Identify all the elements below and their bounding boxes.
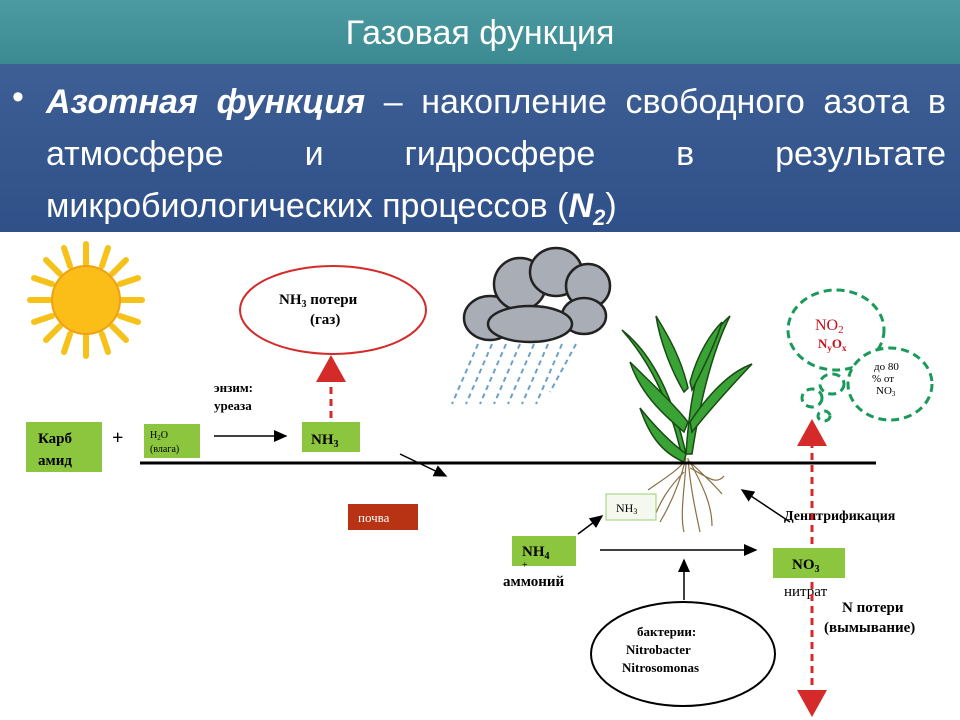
nh4-to-nh3-arrow bbox=[577, 515, 604, 535]
bacteria-label-1: бактерии: bbox=[637, 624, 696, 639]
no3-label: NO3 bbox=[792, 557, 820, 575]
karbamid-label-2: амид bbox=[38, 453, 72, 469]
h2o-box bbox=[144, 424, 200, 458]
nitrogen-cycle-diagram: Карб амид + H2O (влага) энзим: уреаза NH… bbox=[26, 241, 934, 717]
do80-label-3: NO3 bbox=[876, 385, 896, 398]
bacteria-ellipse bbox=[590, 601, 776, 707]
do80-label-1: до 80 bbox=[874, 361, 899, 373]
no2-label: NO2 bbox=[815, 317, 844, 336]
slide-title: Газовая функция bbox=[345, 14, 615, 52]
sun-icon bbox=[27, 241, 145, 359]
n-loss-label-2: (вымывание) bbox=[824, 620, 915, 636]
no2-cloud bbox=[786, 288, 934, 423]
denitrification-label: Денитрификация bbox=[784, 509, 896, 524]
do80-label-2: % от bbox=[872, 373, 894, 385]
plant-icon bbox=[621, 315, 753, 533]
nh4-box bbox=[512, 536, 576, 566]
rain-cloud-icon bbox=[451, 246, 612, 405]
nitrat-label: нитрат bbox=[784, 584, 828, 600]
bullet-icon: • bbox=[12, 78, 24, 116]
nh3-loss-label-2: (газ) bbox=[310, 312, 340, 328]
formula-close: ) bbox=[605, 187, 617, 225]
ammoniy-label: аммоний bbox=[503, 574, 565, 590]
pochva-label: почва bbox=[358, 510, 390, 525]
nh3-loss-label-1: NH3 потери bbox=[279, 292, 358, 310]
karbamid-box bbox=[26, 422, 102, 472]
term: Азотная функция bbox=[46, 83, 366, 121]
nh3-loss-ellipse bbox=[239, 265, 427, 355]
bacteria-label-2: Nitrobacter bbox=[626, 642, 691, 657]
h2o-label: H2O bbox=[150, 430, 168, 442]
enzyme-label-1: энзим: bbox=[214, 380, 253, 395]
nh4-plus: + bbox=[522, 560, 528, 571]
definition: – накопление свободного азота в атмосфер… bbox=[46, 83, 946, 225]
nyox-label: NyOx bbox=[818, 336, 847, 353]
definition-text: Азотная функция – накопление свободного … bbox=[46, 76, 946, 244]
definition-panel bbox=[0, 64, 960, 232]
enzyme-label-2: уреаза bbox=[214, 398, 252, 413]
title-bar bbox=[0, 0, 960, 64]
pochva-badge bbox=[348, 504, 418, 530]
n-loss-label-1: N потери bbox=[842, 600, 904, 616]
bacteria-label-3: Nitrosomonas bbox=[622, 660, 699, 675]
nh3-box bbox=[302, 422, 360, 452]
vlaga-label: (влага) bbox=[150, 444, 179, 455]
nh3-small-label: NH3 bbox=[616, 501, 637, 516]
formula: N2 bbox=[568, 187, 606, 230]
plus-sign: + bbox=[112, 427, 123, 449]
nh4-label: NH4 bbox=[522, 544, 550, 562]
no3-box bbox=[773, 548, 845, 578]
nh3-small-box bbox=[605, 493, 657, 521]
karbamid-label-1: Карб bbox=[38, 431, 72, 447]
nh3-box-label: NH3 bbox=[311, 432, 339, 450]
infiltration-arrow bbox=[399, 453, 448, 477]
denitrification-arrow bbox=[740, 489, 791, 523]
